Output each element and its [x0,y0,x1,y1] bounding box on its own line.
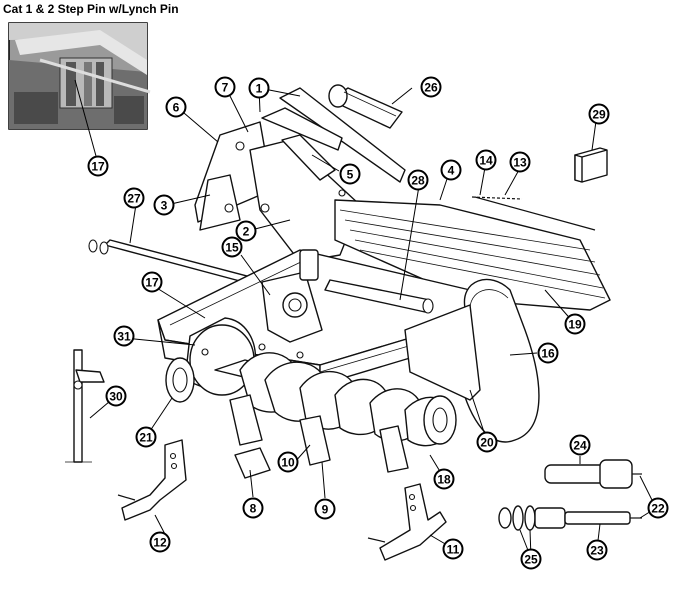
callout-17-inset: 17 [87,155,109,177]
callout-4-label: 4 [448,164,455,178]
gearbox [261,249,323,343]
callout-29-label: 29 [592,108,606,122]
callout-21-label: 21 [139,431,153,445]
callout-29: 29 [588,103,610,125]
callout-12-label: 12 [153,536,167,550]
callout-24: 24 [569,434,591,456]
tine-rotor [214,352,457,479]
callout-30-label: 30 [109,390,123,404]
callout-19-label: 19 [568,318,582,332]
callout-2: 2 [235,220,257,242]
callout-7-label: 7 [222,81,229,95]
side-drive-cover [404,278,540,443]
top-link-bracket [261,87,406,183]
callout-10: 10 [277,451,299,473]
callout-31: 31 [113,325,135,347]
parking-stand [65,349,105,463]
callout-26: 26 [420,76,442,98]
left-bearing-plate [165,357,195,403]
callout-9: 9 [314,498,336,520]
callout-5: 5 [339,163,361,185]
callout-17: 17 [141,271,163,293]
callout-4: 4 [440,159,462,181]
callout-18: 18 [433,468,455,490]
callout-23-label: 23 [590,544,604,558]
callout-21: 21 [135,426,157,448]
a-frame-plates [194,121,361,263]
inset-photo [8,22,151,157]
inset-title: Cat 1 & 2 Step Pin w/Lynch Pin [3,2,179,16]
pto-shaft-inner [498,505,642,531]
callout-26-label: 26 [424,81,438,95]
chain-links [471,196,523,200]
callout-9-label: 9 [322,503,329,517]
callout-15: 15 [221,236,243,258]
callout-6-label: 6 [173,101,180,115]
callout-27: 27 [123,187,145,209]
callout-1-label: 1 [256,82,263,96]
callout-5-label: 5 [347,168,354,182]
callout-14-label: 14 [479,154,493,168]
callout-14: 14 [475,149,497,171]
callout-11: 11 [442,538,464,560]
callout-8: 8 [242,497,264,519]
callout-3-label: 3 [161,199,168,213]
callout-6: 6 [165,96,187,118]
callout-13-label: 13 [513,156,527,170]
callout-17-inset-label: 17 [91,160,105,174]
box-part [574,147,608,183]
callout-20: 20 [476,431,498,453]
callout-13: 13 [509,151,531,173]
callout-31-label: 31 [117,330,131,344]
callout-2-label: 2 [243,225,250,239]
callout-1: 1 [248,77,270,99]
callout-28-label: 28 [411,174,425,188]
callout-22-label: 22 [651,502,665,516]
callout-23: 23 [586,539,608,561]
callout-22: 22 [647,497,669,519]
shear-bolt-tube [328,84,403,129]
rear-shield [334,189,611,311]
skid-shoe-right [367,483,447,561]
callout-15-label: 15 [225,241,239,255]
callout-17-label: 17 [145,276,159,290]
callout-30: 30 [105,385,127,407]
skid-shoe-left [117,439,187,521]
callout-7: 7 [214,76,236,98]
crossbeam-tube [324,279,434,314]
pto-shaft-outer [544,459,642,489]
callout-10-label: 10 [281,456,295,470]
callout-11-label: 11 [447,543,460,557]
callout-24-label: 24 [573,439,587,453]
callout-25: 25 [520,548,542,570]
callout-3: 3 [153,194,175,216]
callout-8-label: 8 [250,502,257,516]
callout-27-label: 27 [127,192,141,206]
callout-12: 12 [149,531,171,553]
callout-16: 16 [537,342,559,364]
leader-lines [89,87,657,559]
callout-16-label: 16 [541,347,555,361]
callout-18-label: 18 [437,473,451,487]
callout-25-label: 25 [524,553,538,567]
callout-28: 28 [407,169,429,191]
callout-19: 19 [564,313,586,335]
callout-20-label: 20 [480,436,494,450]
